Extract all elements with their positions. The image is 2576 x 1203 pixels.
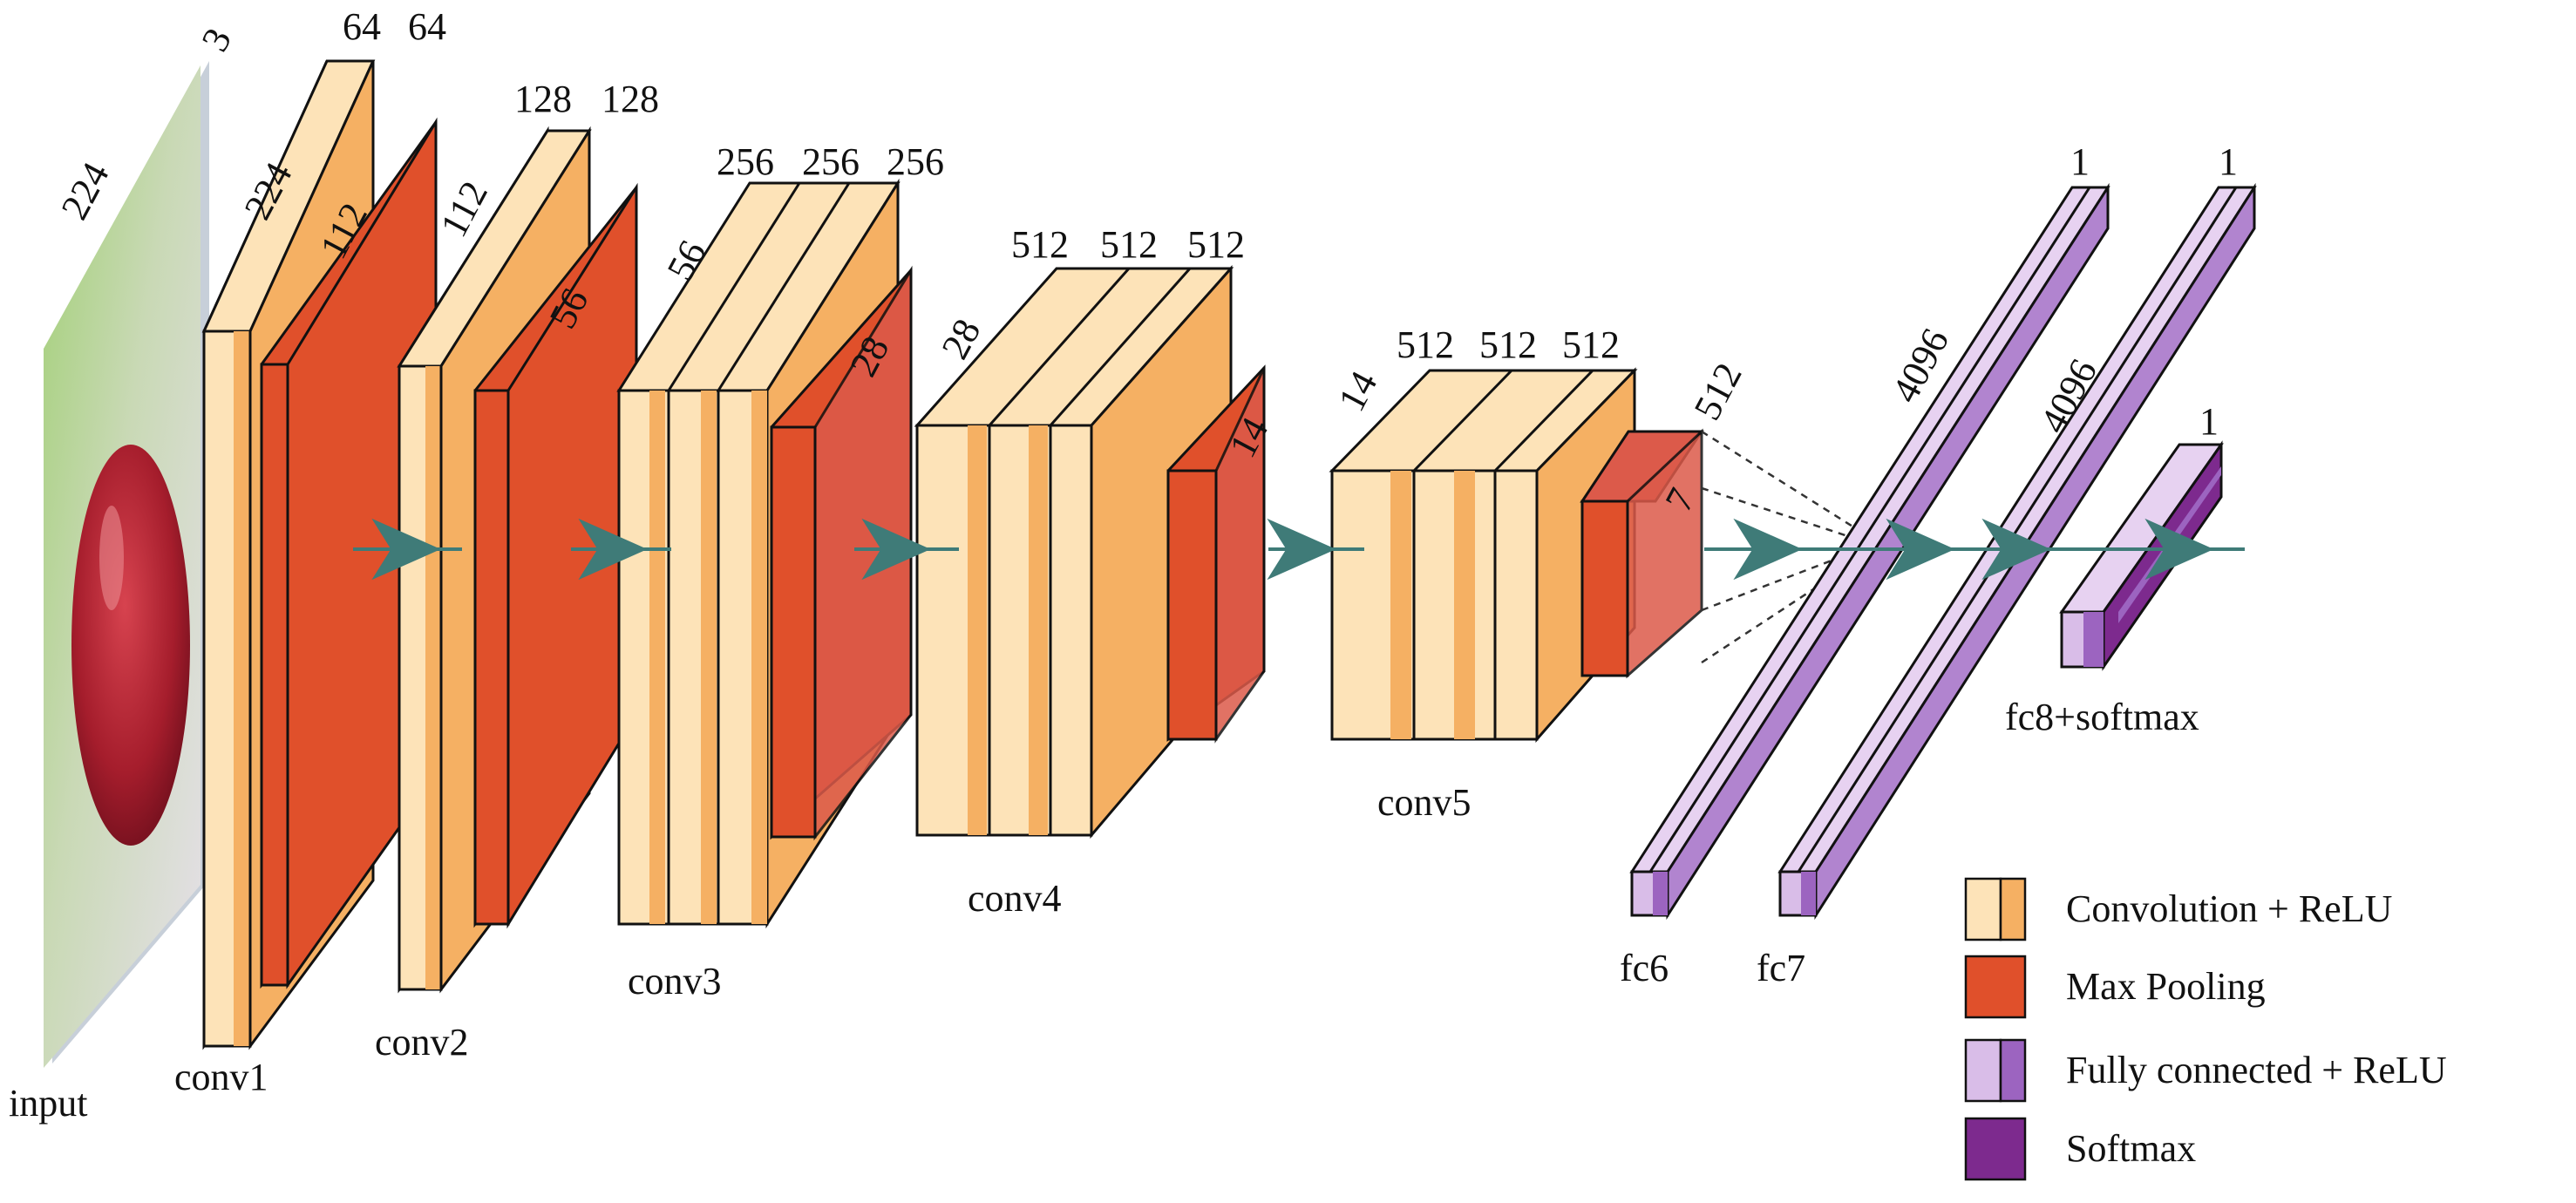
legend-item-pool: Max Pooling	[1964, 955, 2266, 1019]
conv4-dim-2: 512	[1100, 223, 1158, 266]
conv1-dim-2: 64	[408, 5, 446, 48]
fc8-label: fc8+softmax	[2005, 696, 2199, 738]
conv5-label: conv5	[1377, 781, 1472, 824]
conv5-dim-1: 512	[1397, 323, 1454, 366]
input-image	[44, 61, 209, 1068]
conv3-dim-2: 256	[802, 140, 860, 183]
conv5-dim-2: 512	[1479, 323, 1537, 366]
conv3-front	[617, 389, 769, 926]
conv1-dim-1: 64	[343, 5, 381, 48]
conv3-label: conv3	[628, 960, 722, 1002]
conv2-pool-front	[473, 389, 510, 926]
apple-shape	[71, 445, 190, 846]
legend-label-softmax: Softmax	[2066, 1127, 2196, 1170]
legend-swatch-fc-dark	[1999, 1038, 2027, 1103]
conv3-dim-3: 256	[887, 140, 944, 183]
conv5-block	[1329, 367, 1704, 743]
conv2-dim-2: 128	[602, 78, 659, 120]
legend-item-softmax: Softmax	[1964, 1117, 2196, 1181]
conv3-dim-1: 256	[717, 140, 774, 183]
conv4-pool-front	[1166, 469, 1218, 741]
conv1-pool-front	[260, 363, 289, 987]
conv1-label: conv1	[174, 1056, 268, 1098]
conv5-dim-3: 512	[1562, 323, 1620, 366]
conv2-label: conv2	[375, 1021, 469, 1064]
input-label: input	[9, 1082, 87, 1125]
legend-item-conv: Convolution + ReLU	[1964, 877, 2392, 941]
legend-swatch-pool	[1964, 955, 2027, 1019]
conv3-block	[616, 178, 913, 929]
fc7-label: fc7	[1757, 947, 1805, 989]
legend: Convolution + ReLU Max Pooling Fully con…	[1964, 877, 2447, 1181]
conv5-dim-0: 14	[1330, 364, 1386, 418]
conv5-front	[1330, 469, 1539, 741]
conv5-pool-dim-depth: 512	[1686, 356, 1750, 426]
input-dim-channels: 3	[194, 21, 241, 58]
legend-swatch-fc-light	[1964, 1038, 2002, 1103]
legend-label-conv: Convolution + ReLU	[2066, 887, 2392, 930]
conv3-pool-front	[770, 425, 817, 839]
conv4-dim-1: 512	[1011, 223, 1069, 266]
conv4-front	[915, 424, 1093, 837]
legend-swatch-softmax	[1964, 1117, 2027, 1181]
fc6-dim-1: 1	[2070, 140, 2090, 183]
legend-label-pool: Max Pooling	[2066, 965, 2266, 1008]
fc7-dim-1: 1	[2219, 140, 2238, 183]
legend-swatch-conv-light	[1964, 877, 2002, 941]
legend-label-fc: Fully connected + ReLU	[2066, 1049, 2447, 1091]
legend-item-fc: Fully connected + ReLU	[1964, 1038, 2447, 1103]
conv4-dim-3: 512	[1187, 223, 1245, 266]
fc8-dim-0: 1	[2199, 400, 2219, 443]
fc6-label: fc6	[1620, 947, 1669, 989]
conv4-block	[914, 265, 1266, 839]
conv2-dim-1: 128	[514, 78, 572, 120]
legend-swatch-conv-dark	[1999, 877, 2027, 941]
conv2-block	[397, 126, 638, 994]
input-dim-width: 224	[53, 155, 118, 226]
conv4-label: conv4	[968, 877, 1062, 920]
conv4-pool-side	[1214, 367, 1266, 744]
conv5-pool-front	[1580, 500, 1629, 677]
conv1-block	[201, 59, 438, 1050]
